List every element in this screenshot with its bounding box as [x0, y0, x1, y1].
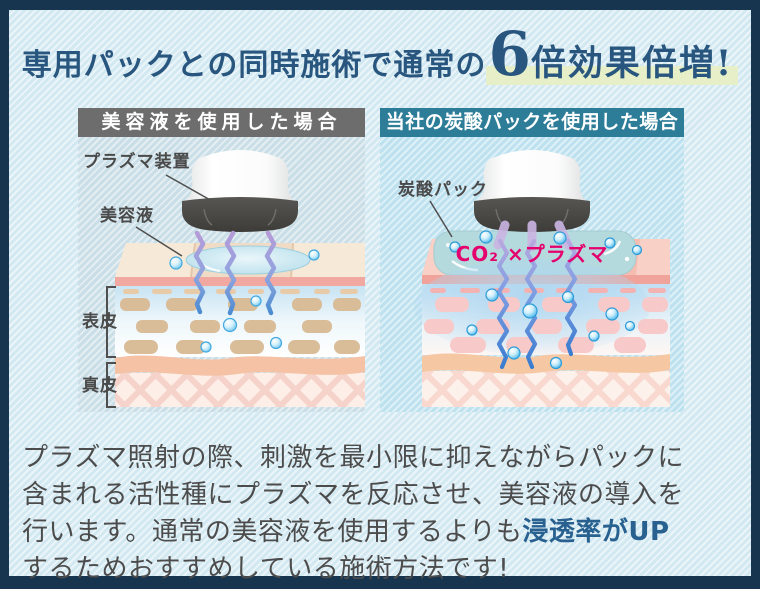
label-serum: 美容液 [100, 206, 154, 226]
description-text: プラズマ照射の際、刺激を最小限に抑えながらパックに含まれる活性種にプラズマを反応… [22, 440, 696, 588]
panel-serum-illustration: プラズマ装置 美容液 表皮 真皮 [78, 137, 365, 412]
label-plasma-device: プラズマ装置 [83, 152, 191, 172]
label-dermis: 真皮 [82, 376, 118, 396]
serum-pointer-line [135, 226, 183, 257]
pack-art [414, 150, 670, 407]
skin-cross-section [115, 242, 365, 407]
plasma-waves [193, 230, 277, 316]
panel-pack-illustration: 炭酸パック CO₂ ×プラズマ [380, 137, 684, 412]
dermis-layer [422, 371, 670, 407]
serum-art [106, 150, 365, 408]
serum-pool [185, 245, 311, 275]
title-suffix: 倍効果倍増! [530, 43, 734, 84]
epidermis-cells [120, 298, 361, 354]
title-highlight: 6倍効果倍増! [486, 24, 739, 86]
label-co2-plasma: CO₂ ×プラズマ [455, 242, 609, 266]
panel-serum-header: 美容液を使用した場合 [78, 108, 365, 137]
dermis-layer [115, 373, 365, 407]
co2-bubbles [449, 230, 643, 370]
skin-cross-section [414, 230, 670, 407]
title-prefix: 専用パックとの同時施術で通常の [21, 48, 487, 83]
pack-pointer-line [429, 200, 453, 238]
panel-pack-header: 当社の炭酸パックを使用した場合 [380, 108, 684, 137]
label-epidermis: 表皮 [82, 312, 118, 332]
description-segment-2: するためおすすめしている施術方法です! [22, 554, 510, 584]
serum-bubbles [169, 249, 320, 353]
description-highlight: 浸透率がUP [522, 517, 670, 547]
layer-brackets [106, 286, 116, 408]
plasma-device [474, 150, 590, 232]
epidermis-cells [424, 297, 668, 353]
page-title: 専用パックとの同時施術で通常の6倍効果倍増! [9, 10, 751, 98]
description-segment-1: プラズマ照射の際、刺激を最小限に抑えながらパックに含まれる活性種にプラズマを反応… [22, 443, 684, 547]
plasma-device [182, 150, 298, 232]
panel-serum: 美容液を使用した場合 [78, 108, 365, 412]
title-big-number: 6 [488, 19, 531, 90]
panel-pack: 当社の炭酸パックを使用した場合 [380, 108, 684, 412]
comparison-panels: 美容液を使用した場合 [78, 108, 751, 412]
label-carbonated-pack: 炭酸パック [398, 180, 488, 200]
device-pointer-line [165, 174, 213, 202]
poster-canvas: 専用パックとの同時施術で通常の6倍効果倍増! 美容液を使用した場合 [9, 10, 751, 584]
